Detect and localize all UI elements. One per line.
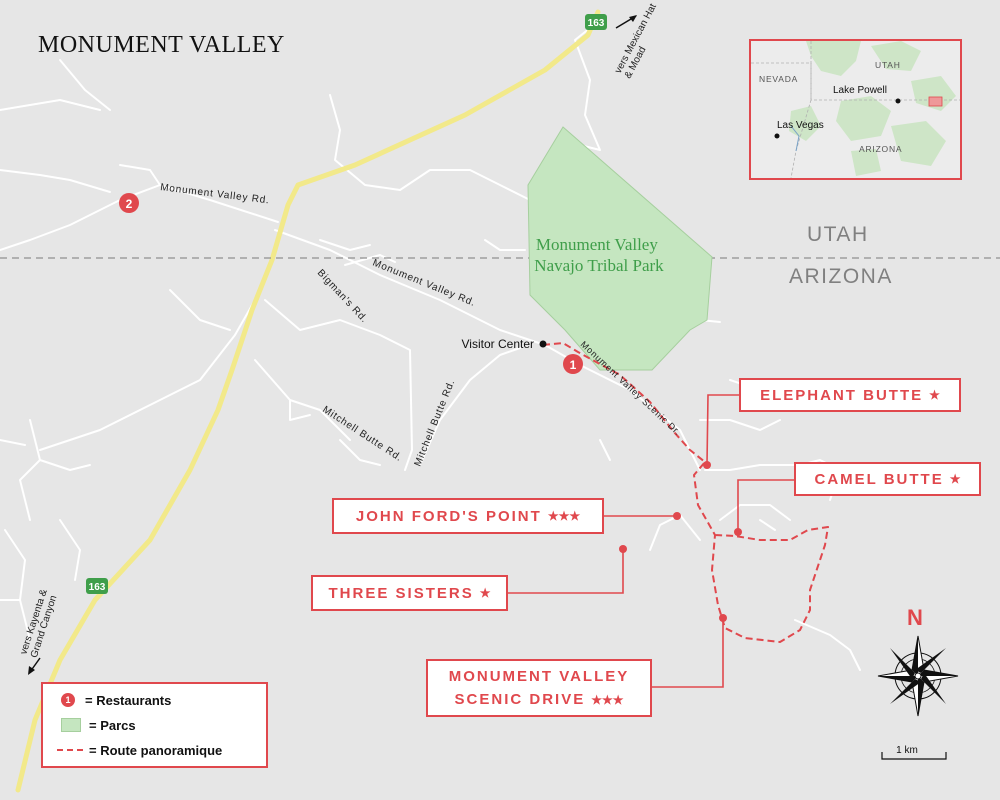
scale-bar-label: 1 km [896, 745, 918, 756]
poi-dot-camel-butte[interactable] [734, 528, 742, 536]
inset-label-lake-powell: Lake Powell [833, 85, 887, 96]
arrow-south-icon [28, 666, 35, 675]
poi-label-scenic-drive-line2: SCENIC DRIVE [454, 690, 586, 708]
poi-dot-three-sisters[interactable] [619, 545, 627, 553]
poi-label-john-fords-point: JOHN FORD'S POINT [355, 507, 542, 525]
inset-label-las-vegas: Las Vegas [777, 120, 824, 131]
scale-bar: 1 km [881, 745, 947, 760]
leader-line-scenic-drive [652, 618, 724, 688]
map-title: MONUMENT VALLEY [38, 32, 285, 58]
leader-line-three-sisters [507, 550, 624, 594]
inset-map-canvas: NEVADA UTAH ARIZONA Lake Powell Las Vega… [751, 41, 960, 178]
highway-shield-north-label: 163 [588, 18, 605, 29]
inset-label-nevada: NEVADA [759, 74, 798, 84]
inset-label-arizona: ARIZONA [859, 144, 902, 154]
compass-north-letter: N [907, 605, 923, 630]
dashed-route-icon [57, 749, 83, 751]
restaurant-marker-1[interactable]: 1 [563, 354, 583, 374]
park-name-line2: Navajo Tribal Park [534, 256, 664, 275]
inset-las-vegas-dot [774, 133, 780, 139]
inset-label-utah: UTAH [875, 60, 901, 70]
poi-label-camel-butte: CAMEL BUTTE [814, 470, 944, 488]
star-rating-icon: ★ [949, 472, 961, 486]
highway-shield-south-label: 163 [89, 582, 106, 593]
highway-shield-south: 163 [86, 578, 108, 594]
state-label-arizona: ARIZONA [789, 265, 893, 288]
map-legend: 1 = Restaurants = Parcs = Route panorami… [41, 682, 268, 768]
poi-box-three-sisters[interactable]: THREE SISTERS ★ [311, 575, 508, 611]
leader-line-camel-butte [737, 479, 795, 531]
inset-locator-map[interactable]: NEVADA UTAH ARIZONA Lake Powell Las Vega… [749, 39, 962, 180]
scenic-route [542, 342, 829, 643]
inset-lake-powell-dot [895, 98, 901, 104]
state-label-utah: UTAH [807, 223, 869, 246]
restaurant-marker-2[interactable]: 2 [119, 193, 139, 213]
legend-row-restaurants: 1 = Restaurants [61, 690, 171, 710]
poi-box-john-fords-point[interactable]: JOHN FORD'S POINT ★★★ [332, 498, 604, 534]
legend-label-route: = Route panoramique [89, 742, 223, 758]
star-rating-icon: ★ [479, 586, 491, 600]
poi-box-camel-butte[interactable]: CAMEL BUTTE ★ [794, 462, 981, 496]
poi-dot-elephant-butte[interactable] [703, 461, 711, 469]
park-name-line1: Monument Valley [536, 235, 658, 254]
restaurant-marker-1-number: 1 [570, 358, 577, 372]
legend-label-restaurants: = Restaurants [85, 692, 172, 708]
legend-row-route: = Route panoramique [57, 740, 223, 760]
poi-label-elephant-butte: ELEPHANT BUTTE [760, 386, 924, 404]
legend-row-parks: = Parcs [61, 715, 136, 735]
poi-label-three-sisters: THREE SISTERS [328, 584, 474, 602]
arrow-north-icon [629, 15, 637, 22]
poi-dot-john-fords-point[interactable] [673, 512, 681, 520]
compass-rose-icon [877, 635, 959, 717]
visitor-center-label: Visitor Center [462, 337, 534, 351]
tribal-park-area[interactable] [527, 126, 713, 371]
leader-line-elephant-butte [706, 394, 740, 465]
park-name: Monument Valley Navajo Tribal Park [534, 235, 664, 275]
poi-dot-scenic-drive[interactable] [719, 614, 727, 622]
poi-box-scenic-drive[interactable]: MONUMENT VALLEY SCENIC DRIVE ★★★ [426, 659, 652, 717]
star-rating-icon: ★★★ [547, 509, 581, 523]
highway-163 [15, 9, 601, 793]
visitor-center-marker[interactable] [539, 340, 547, 348]
highway-shield-north: 163 [585, 14, 607, 30]
park-swatch-icon [61, 718, 81, 732]
inset-highlight-marker [928, 96, 943, 107]
star-rating-icon: ★★★ [591, 692, 624, 707]
restaurant-symbol-icon: 1 [61, 693, 75, 707]
poi-box-elephant-butte[interactable]: ELEPHANT BUTTE ★ [739, 378, 961, 412]
legend-label-parks: = Parcs [89, 717, 136, 733]
poi-label-scenic-drive-line1: MONUMENT VALLEY [448, 667, 630, 685]
restaurant-marker-2-number: 2 [126, 197, 133, 211]
star-rating-icon: ★ [929, 388, 940, 402]
